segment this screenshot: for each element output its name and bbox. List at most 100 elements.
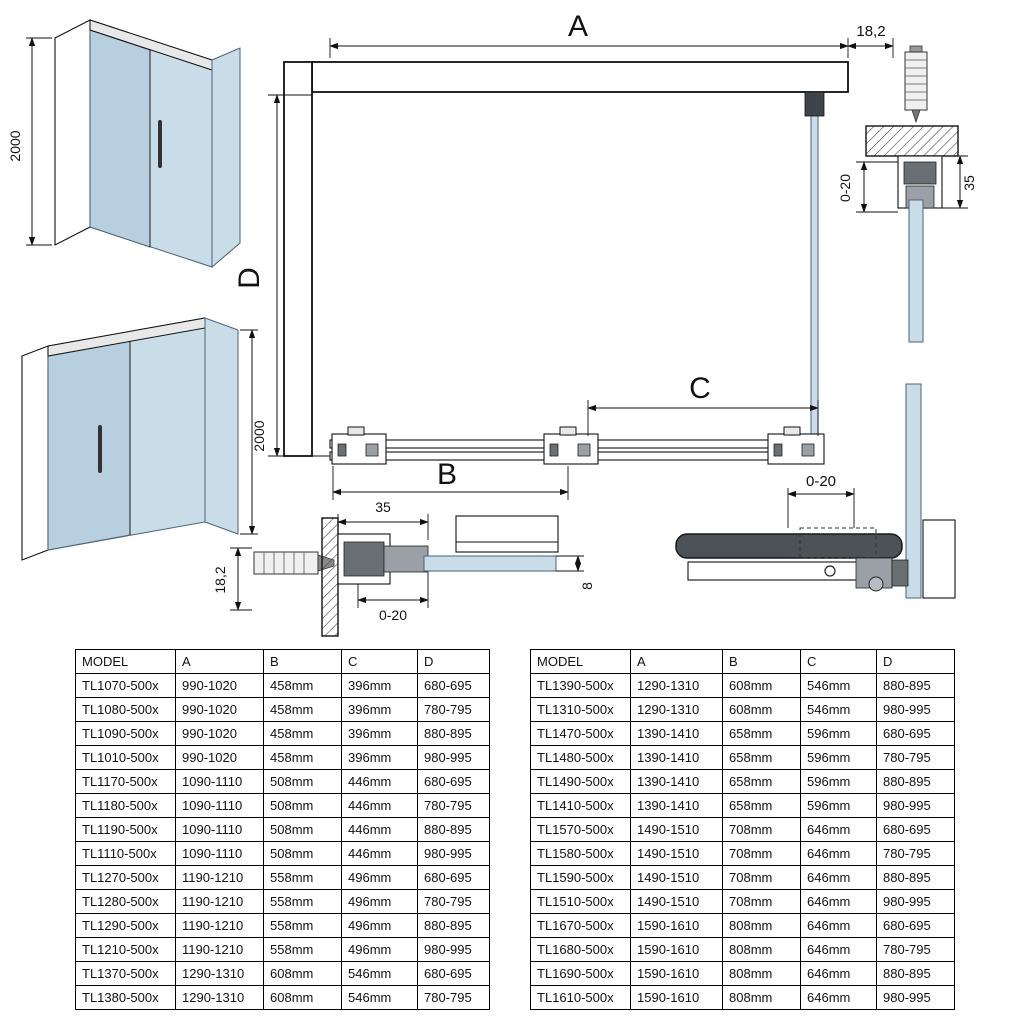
table-cell: 508mm (263, 793, 342, 818)
table-cell: 658mm (722, 745, 801, 770)
table-cell: 446mm (341, 841, 418, 866)
table-cell: 1390-1410 (630, 745, 723, 770)
table-cell: TL1470-500x (530, 721, 631, 746)
table-cell: 680-695 (417, 865, 490, 890)
table-cell: TL1010-500x (75, 745, 176, 770)
wall-hatch (321, 517, 339, 637)
dimension-a-label: A (568, 10, 588, 43)
table-cell: 980-995 (876, 985, 955, 1010)
table-cell: 980-995 (876, 793, 955, 818)
table-cell: 546mm (800, 673, 877, 698)
table-cell: 1590-1610 (630, 985, 723, 1010)
table-cell: 1590-1610 (630, 937, 723, 962)
glass-section (423, 555, 557, 572)
top-wall (311, 61, 849, 93)
column-header-model: MODEL (75, 649, 176, 674)
table-cell: 780-795 (876, 841, 955, 866)
height-dimension-label: 2000 (251, 420, 267, 451)
side-wall-panel (21, 345, 49, 561)
table-header-row: MODEL A B C D (75, 649, 490, 674)
table-cell: TL1690-500x (530, 961, 631, 986)
table-cell: 458mm (263, 697, 342, 722)
table-cell: 458mm (263, 745, 342, 770)
table-cell: 990-1020 (175, 673, 264, 698)
adjust-dimension-label: 0-20 (379, 607, 407, 623)
table-cell: TL1110-500x (75, 841, 176, 866)
table-cell: 1190-1210 (175, 865, 264, 890)
dimension-d-label: D (233, 267, 266, 289)
table-cell: TL1270-500x (75, 865, 176, 890)
height-dimension-label: 2000 (7, 130, 23, 161)
table-cell: 558mm (263, 937, 342, 962)
table-cell: TL1580-500x (530, 841, 631, 866)
screw (824, 565, 836, 577)
column-header-a: A (630, 649, 723, 674)
table-cell: 658mm (722, 769, 801, 794)
table-cell: TL1610-500x (530, 985, 631, 1010)
table-cell: 1090-1110 (175, 769, 264, 794)
rail-bracket-right (767, 426, 825, 465)
table-cell: 1290-1310 (630, 697, 723, 722)
isometric-view-front: 2000 (7, 19, 241, 269)
table-cell: 1590-1610 (630, 961, 723, 986)
table-cell: 780-795 (417, 889, 490, 914)
glass-section (908, 199, 924, 343)
table-cell: 1190-1210 (175, 913, 264, 938)
column-header-d: D (417, 649, 490, 674)
table-cell: 496mm (341, 865, 418, 890)
table-cell: 680-695 (417, 769, 490, 794)
table-cell: 990-1020 (175, 721, 264, 746)
table-cell: 1490-1510 (630, 817, 723, 842)
table-cell: 396mm (341, 697, 418, 722)
table-cell: 680-695 (876, 817, 955, 842)
table-cell: 396mm (341, 673, 418, 698)
table-cell: 708mm (722, 865, 801, 890)
column-header-c: C (800, 649, 877, 674)
column-header-a: A (175, 649, 264, 674)
table-cell: 708mm (722, 841, 801, 866)
table-cell: 596mm (800, 793, 877, 818)
column-header-d: D (876, 649, 955, 674)
table-cell: 446mm (341, 793, 418, 818)
column-header-b: B (722, 649, 801, 674)
fixed-glass-plan (810, 91, 819, 441)
table-cell: 1390-1410 (630, 793, 723, 818)
table-cell: 608mm (722, 697, 801, 722)
table-cell: 558mm (263, 865, 342, 890)
table-cell: 780-795 (876, 745, 955, 770)
table-cell: 546mm (800, 697, 877, 722)
roller (868, 576, 884, 592)
rail-bracket-middle (543, 426, 599, 465)
table-cell: 708mm (722, 889, 801, 914)
fixed-glass-pane (47, 340, 131, 551)
column-header-c: C (341, 649, 418, 674)
table-cell: 608mm (263, 961, 342, 986)
table-cell: 980-995 (876, 889, 955, 914)
table-cell: 780-795 (876, 937, 955, 962)
dimension-profile-label: 18,2 (856, 23, 885, 40)
fixed-glass-pane (89, 29, 151, 248)
table-cell: 508mm (263, 817, 342, 842)
table-cell: 680-695 (876, 721, 955, 746)
left-wall (283, 61, 313, 457)
table-cell: 558mm (263, 889, 342, 914)
table-cell: 1290-1310 (175, 961, 264, 986)
table-cell: TL1510-500x (530, 889, 631, 914)
table-cell: 780-795 (417, 697, 490, 722)
table-cell: 596mm (800, 721, 877, 746)
table-cell: TL1090-500x (75, 721, 176, 746)
table-cell: 880-895 (417, 817, 490, 842)
